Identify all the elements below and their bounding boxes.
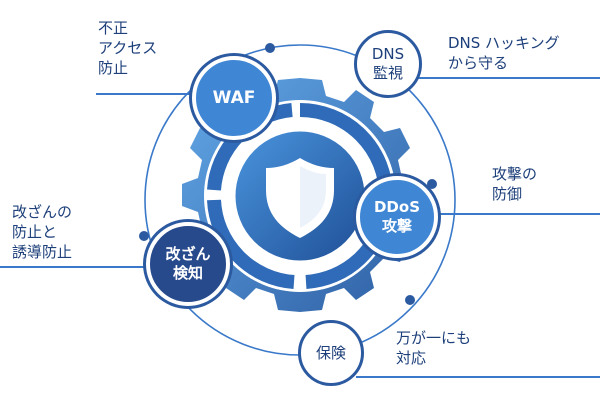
orbit-dot	[265, 43, 275, 53]
ddos-line	[440, 213, 600, 215]
waf-node-label: WAF	[212, 87, 256, 108]
orbit-dot	[405, 295, 415, 305]
waf-node: WAF	[192, 56, 276, 140]
insurance-node: 保険	[298, 320, 364, 386]
tamper-line	[0, 266, 154, 268]
insurance-label: 万が一にも 対応	[396, 329, 472, 367]
dns-node: DNS 監視	[354, 30, 422, 98]
ddos-label: 攻撃の 防御	[492, 165, 538, 203]
waf-label: 不正 アクセス 防止	[98, 19, 158, 77]
insurance-line	[356, 376, 600, 378]
orbit-dot	[139, 231, 149, 241]
tamper-label: 改ざんの 防止と 誘導防止	[12, 203, 73, 261]
inner-ring-arc-3	[207, 199, 295, 289]
waf-line	[96, 93, 206, 95]
ddos-node: DDoS 攻撃	[356, 176, 438, 258]
tamper-node: 改ざん 検知	[146, 222, 230, 306]
dns-line	[410, 77, 600, 79]
orbit-dot	[427, 179, 437, 189]
dns-label: DNS ハッキング から守る	[448, 34, 560, 72]
